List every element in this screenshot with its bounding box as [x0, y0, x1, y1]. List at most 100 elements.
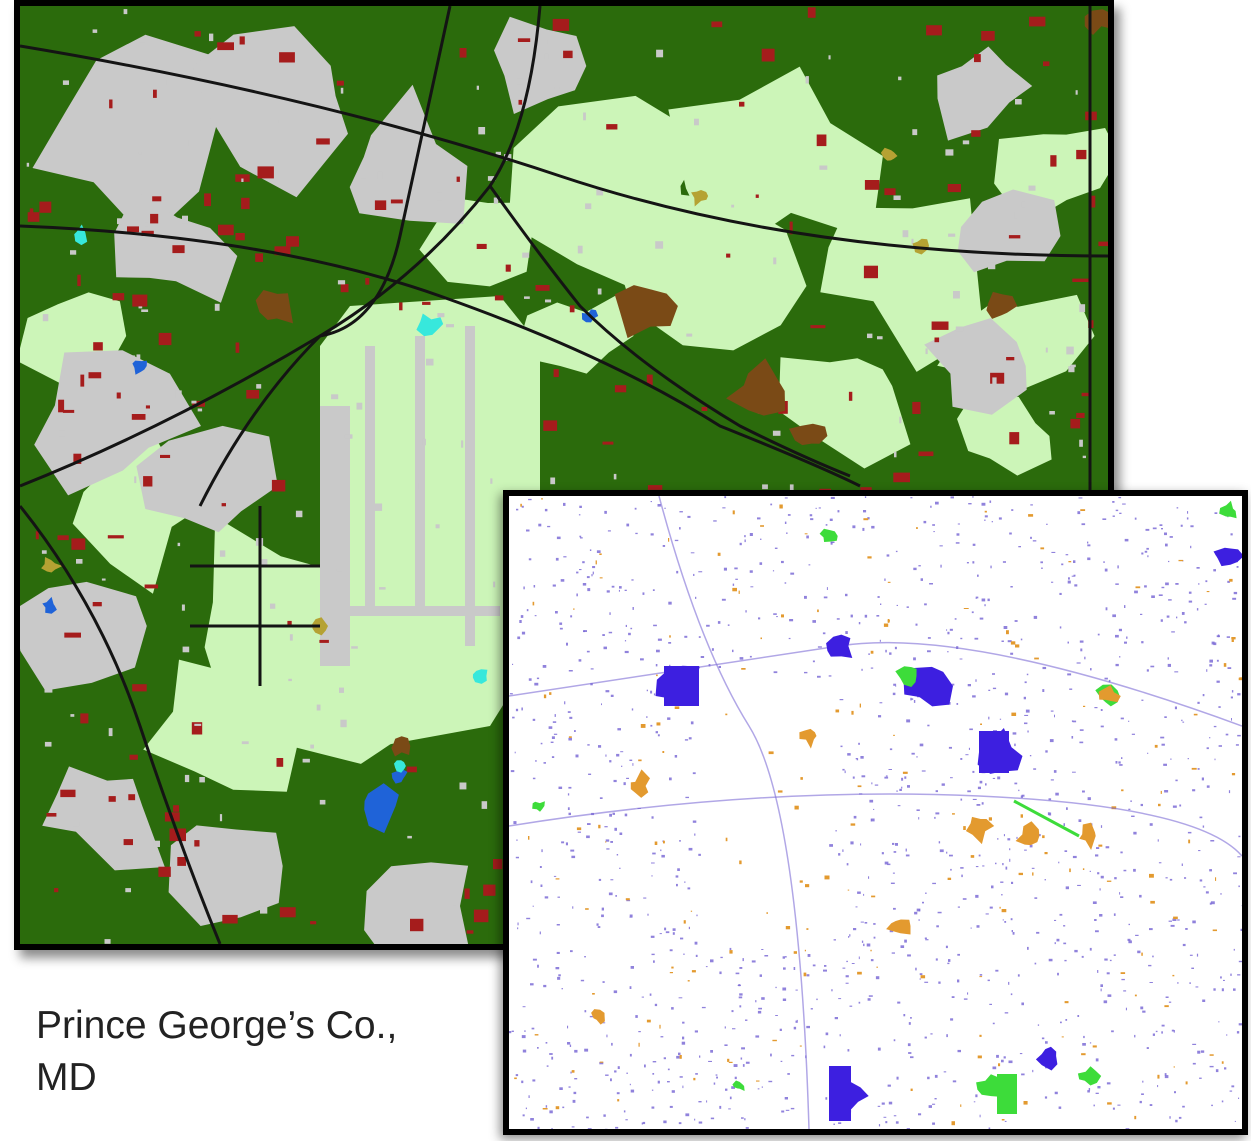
land-cover-map — [14, 0, 1114, 950]
change-orange-patch — [1015, 821, 1040, 846]
change-speckle — [1027, 946, 1029, 950]
change-orange-speckle — [1158, 803, 1161, 807]
impervious-patch — [435, 524, 440, 529]
change-speckle — [638, 1031, 641, 1033]
impervious-patch — [182, 215, 188, 224]
change-speckle — [1063, 925, 1066, 927]
change-speckle — [623, 1110, 626, 1113]
change-speckle — [776, 616, 778, 618]
change-speckle — [856, 758, 859, 761]
change-speckle — [651, 816, 654, 819]
change-speckle — [981, 502, 986, 506]
impervious-patch — [490, 478, 493, 484]
change-orange-patch — [886, 919, 911, 935]
change-speckle — [1089, 870, 1091, 872]
change-speckle — [985, 913, 989, 915]
change-speckle — [1234, 1120, 1236, 1122]
change-speckle — [1119, 764, 1123, 766]
building — [218, 224, 234, 236]
change-orange-speckle — [1206, 591, 1210, 593]
change-speckle — [768, 1080, 773, 1083]
change-orange-speckle — [1120, 972, 1126, 974]
change-speckle — [863, 893, 865, 896]
change-speckle — [918, 1113, 922, 1116]
aquatic-vegetation — [394, 760, 406, 773]
change-orange-speckle — [1212, 929, 1217, 932]
change-speckle — [1218, 1021, 1220, 1023]
change-speckle — [781, 560, 784, 564]
change-speckle — [609, 612, 611, 615]
change-speckle — [1140, 613, 1143, 615]
change-orange-speckle — [1239, 677, 1242, 680]
change-speckle — [1133, 868, 1136, 872]
building — [279, 907, 296, 918]
change-speckle — [906, 1128, 910, 1129]
change-speckle — [972, 798, 977, 800]
building — [912, 401, 921, 414]
change-speckle — [679, 527, 681, 530]
change-speckle — [629, 1053, 632, 1057]
change-speckle — [1152, 955, 1154, 958]
change-speckle — [784, 497, 788, 499]
building — [493, 859, 503, 870]
change-speckle — [616, 1092, 620, 1095]
change-speckle — [568, 737, 572, 741]
bare-soil-patch — [391, 736, 411, 757]
change-speckle — [657, 1080, 660, 1084]
change-speckle — [563, 556, 567, 558]
change-speckle — [626, 777, 629, 779]
change-speckle — [967, 992, 969, 995]
change-speckle — [582, 561, 585, 564]
change-speckle — [852, 525, 856, 529]
building — [60, 789, 76, 798]
change-orange-speckle — [766, 912, 768, 914]
change-orange-speckle — [693, 1077, 696, 1081]
change-orange-speckle — [683, 920, 686, 924]
change-speckle — [997, 838, 999, 840]
building — [27, 212, 40, 222]
change-speckle — [1066, 807, 1068, 810]
building — [160, 454, 171, 458]
change-speckle — [919, 743, 924, 747]
change-speckle — [1124, 605, 1126, 608]
change-speckle — [1010, 586, 1013, 588]
change-orange-speckle — [1061, 1036, 1064, 1038]
change-orange-speckle — [902, 771, 908, 774]
change-speckle — [1009, 848, 1011, 851]
change-speckle — [682, 1085, 684, 1089]
change-orange-patch — [630, 769, 650, 798]
change-speckle — [1140, 803, 1143, 807]
change-speckle — [601, 1022, 606, 1024]
suburban-area — [136, 425, 278, 533]
change-orange-speckle — [691, 970, 696, 973]
change-orange-speckle — [1173, 916, 1178, 920]
impervious-patch — [261, 559, 268, 566]
change-speckle — [1189, 954, 1193, 956]
change-speckle — [1104, 568, 1108, 572]
change-speckle — [864, 614, 868, 618]
change-speckle — [1139, 894, 1142, 898]
impervious-patch — [912, 129, 918, 136]
change-speckle — [1164, 790, 1169, 793]
change-speckle — [1167, 663, 1171, 667]
change-speckle — [728, 1108, 731, 1110]
change-speckle — [567, 793, 570, 796]
change-speckle — [1126, 636, 1128, 639]
road — [20, 6, 542, 488]
change-speckle — [1164, 716, 1167, 718]
change-speckle — [1125, 1128, 1130, 1129]
change-speckle — [699, 1055, 701, 1058]
change-speckle — [782, 956, 785, 959]
building — [173, 805, 180, 812]
change-speckle — [960, 758, 963, 760]
change-speckle — [997, 776, 1001, 780]
aquatic-vegetation — [472, 669, 488, 684]
building — [390, 199, 403, 204]
change-speckle — [688, 926, 690, 930]
change-speckle — [783, 967, 786, 970]
impervious-patch — [773, 257, 777, 265]
change-speckle — [1117, 565, 1119, 569]
change-orange-speckle — [893, 734, 895, 736]
change-speckle — [793, 1026, 797, 1030]
change-speckle — [891, 952, 895, 954]
